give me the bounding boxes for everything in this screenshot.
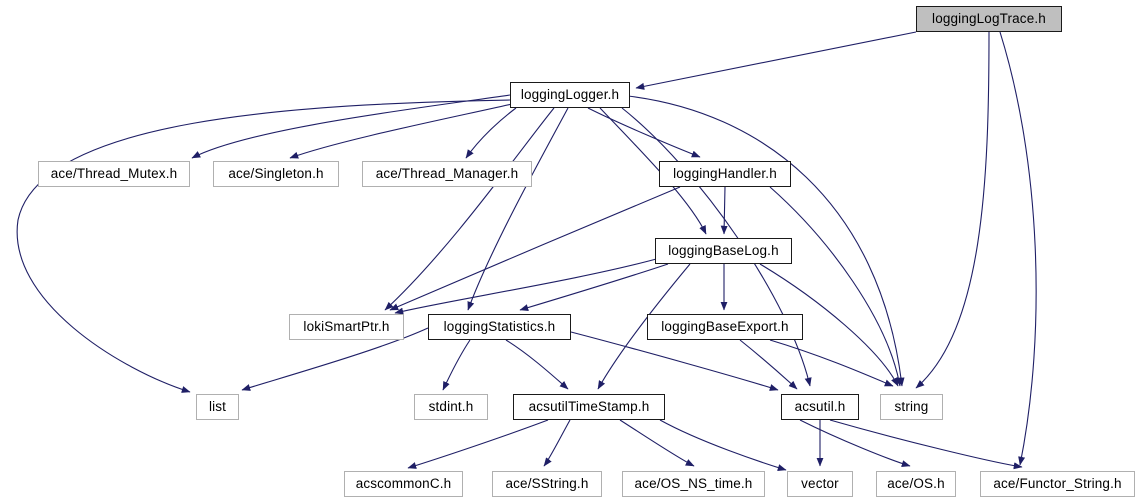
graph-node-loggingStatistics[interactable]: loggingStatistics.h	[428, 314, 571, 340]
graph-edge-loggingHandler-to-lokiSmartPtr	[389, 186, 681, 311]
graph-edge-loggingStatistics-to-acsutilTimeStamp	[505, 339, 569, 390]
graph-edge-loggingHandler-to-loggingBaseLog	[720, 186, 728, 235]
graph-node-aceOS: ace/OS.h	[876, 471, 956, 497]
graph-node-acscommonC: acscommonC.h	[344, 471, 463, 497]
graph-node-loggingBaseExport[interactable]: loggingBaseExport.h	[647, 314, 803, 340]
graph-edge-loggingLogger-to-loggingStatistics	[467, 107, 569, 311]
graph-edge-loggingLogTrace-to-aceFunctorString	[999, 31, 1037, 466]
graph-edge-loggingHandler-to-string	[769, 186, 902, 387]
graph-node-aceSString: ace/SString.h	[492, 471, 602, 497]
graph-edge-acsutilTimeStamp-to-vector	[659, 419, 787, 471]
graph-edge-loggingLogger-to-loggingHandler	[587, 107, 701, 158]
graph-node-aceThreadManager: ace/Thread_Manager.h	[362, 161, 532, 187]
graph-node-list: list	[196, 394, 239, 420]
graph-node-aceSingleton: ace/Singleton.h	[213, 161, 339, 187]
graph-edge-loggingLogger-to-aceThreadManager	[465, 107, 517, 159]
graph-edge-loggingStatistics-to-stdint	[442, 339, 471, 391]
graph-edge-loggingBaseLog-to-loggingStatistics	[519, 263, 669, 312]
graph-node-acsutilTimeStamp[interactable]: acsutilTimeStamp.h	[513, 394, 665, 420]
graph-node-vector: vector	[787, 471, 853, 497]
graph-node-aceOSNStime: ace/OS_NS_time.h	[622, 471, 765, 497]
graph-edge-loggingBaseExport-to-string	[769, 339, 894, 387]
graph-edge-acsutilTimeStamp-to-acscommonC	[407, 419, 549, 469]
graph-node-loggingHandler[interactable]: loggingHandler.h	[659, 161, 791, 187]
graph-node-lokiSmartPtr: lokiSmartPtr.h	[289, 314, 404, 340]
graph-node-aceFunctorString: ace/Functor_String.h	[980, 471, 1135, 497]
graph-node-loggingLogTrace[interactable]: loggingLogTrace.h	[916, 6, 1062, 32]
graph-node-string: string	[880, 394, 943, 420]
graph-node-aceThreadMutex: ace/Thread_Mutex.h	[38, 161, 190, 187]
graph-edge-loggingStatistics-to-acsutil	[570, 331, 779, 391]
graph-node-loggingLogger[interactable]: loggingLogger.h	[510, 82, 630, 108]
graph-edge-loggingLogTrace-to-string	[915, 31, 990, 389]
graph-node-loggingBaseLog[interactable]: loggingBaseLog.h	[655, 238, 792, 264]
graph-edge-acsutil-to-aceFunctorString	[829, 419, 1023, 470]
graph-edge-loggingLogger-to-aceThreadMutex	[191, 94, 511, 159]
graph-edge-loggingBaseExport-to-acsutil	[739, 339, 798, 390]
graph-edge-loggingLogger-to-aceSingleton	[289, 103, 513, 159]
graph-edge-acsutilTimeStamp-to-aceOSNStime	[619, 419, 695, 467]
graph-node-acsutil[interactable]: acsutil.h	[781, 394, 859, 420]
graph-edge-acsutilTimeStamp-to-aceSString	[543, 419, 571, 467]
graph-edge-acsutil-to-aceOS	[799, 419, 911, 467]
graph-edge-loggingLogger-to-lokiSmartPtr	[384, 107, 555, 311]
graph-edge-loggingLogTrace-to-loggingLogger	[635, 31, 917, 90]
graph-edge-loggingLogger-to-list	[16, 99, 511, 393]
graph-node-stdint: stdint.h	[414, 394, 488, 420]
graph-edge-loggingBaseLog-to-lokiSmartPtr	[394, 257, 661, 315]
